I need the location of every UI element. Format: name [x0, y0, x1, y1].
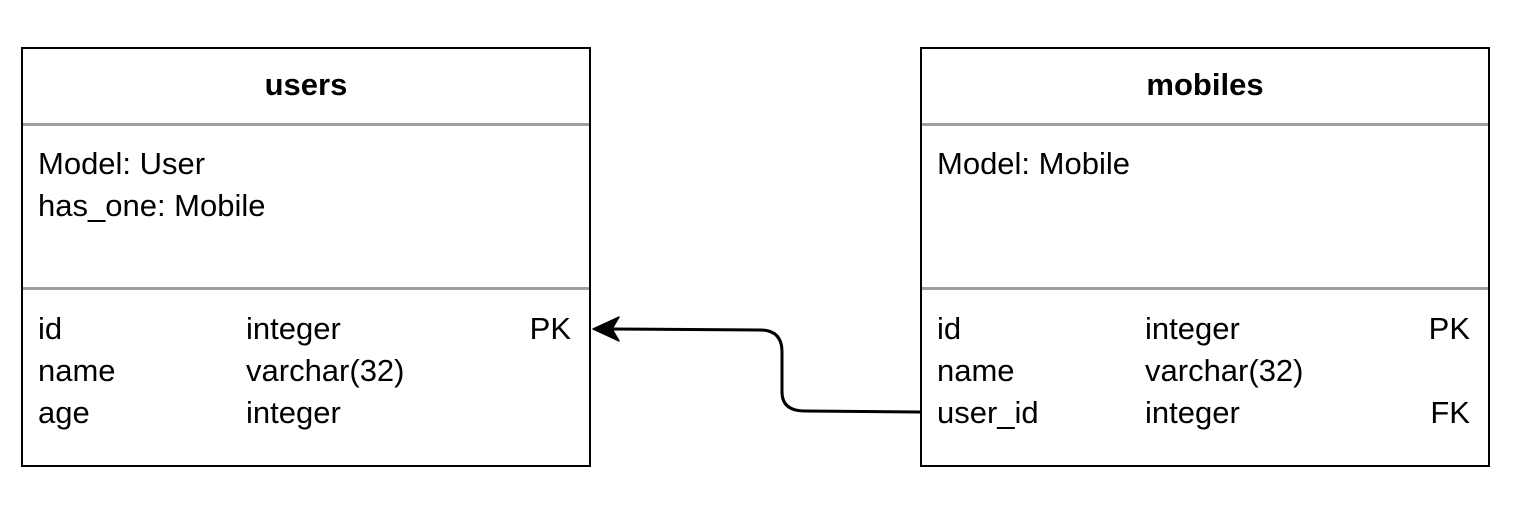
field-name: id: [38, 311, 63, 346]
mobiles-table[interactable]: mobiles Model: Mobile id integer PK name…: [920, 47, 1490, 467]
field-list: id integer PK name varchar(32) user_id i…: [937, 308, 1470, 434]
field-row[interactable]: name varchar(32): [937, 350, 1470, 392]
field-type: integer: [1145, 395, 1240, 430]
field-type: integer: [1145, 311, 1240, 346]
model-section: Model: User has_one: Mobile: [38, 143, 266, 227]
field-row[interactable]: name varchar(32): [38, 350, 571, 392]
field-name: age: [38, 395, 90, 430]
field-row[interactable]: id integer PK: [38, 308, 571, 350]
field-key: PK: [529, 311, 571, 346]
model-label: Model: User: [38, 146, 206, 181]
header-divider: [922, 123, 1488, 126]
field-list: id integer PK name varchar(32) age integ…: [38, 308, 571, 434]
field-row[interactable]: id integer PK: [937, 308, 1470, 350]
fields-divider: [922, 287, 1488, 290]
field-row[interactable]: user_id integer FK: [937, 392, 1470, 434]
model-label: Model: Mobile: [937, 146, 1130, 181]
users-table[interactable]: users Model: User has_one: Mobile id int…: [21, 47, 591, 467]
field-type: integer: [246, 311, 341, 346]
connector-line[interactable]: [609, 327, 921, 414]
field-type: varchar(32): [1145, 353, 1304, 388]
arrowhead-icon: [592, 316, 620, 342]
field-name: name: [937, 353, 1015, 388]
field-row[interactable]: age integer: [38, 392, 571, 434]
model-section: Model: Mobile: [937, 143, 1130, 185]
field-type: varchar(32): [246, 353, 405, 388]
field-name: user_id: [937, 395, 1039, 430]
table-title: mobiles: [1146, 67, 1264, 102]
relation-label: has_one: Mobile: [38, 188, 266, 223]
field-name: id: [937, 311, 962, 346]
field-key: FK: [1430, 395, 1470, 430]
table-title: users: [264, 67, 348, 102]
field-type: integer: [246, 395, 341, 430]
field-name: name: [38, 353, 116, 388]
header-divider: [23, 123, 589, 126]
fields-divider: [23, 287, 589, 290]
field-key: PK: [1428, 311, 1470, 346]
